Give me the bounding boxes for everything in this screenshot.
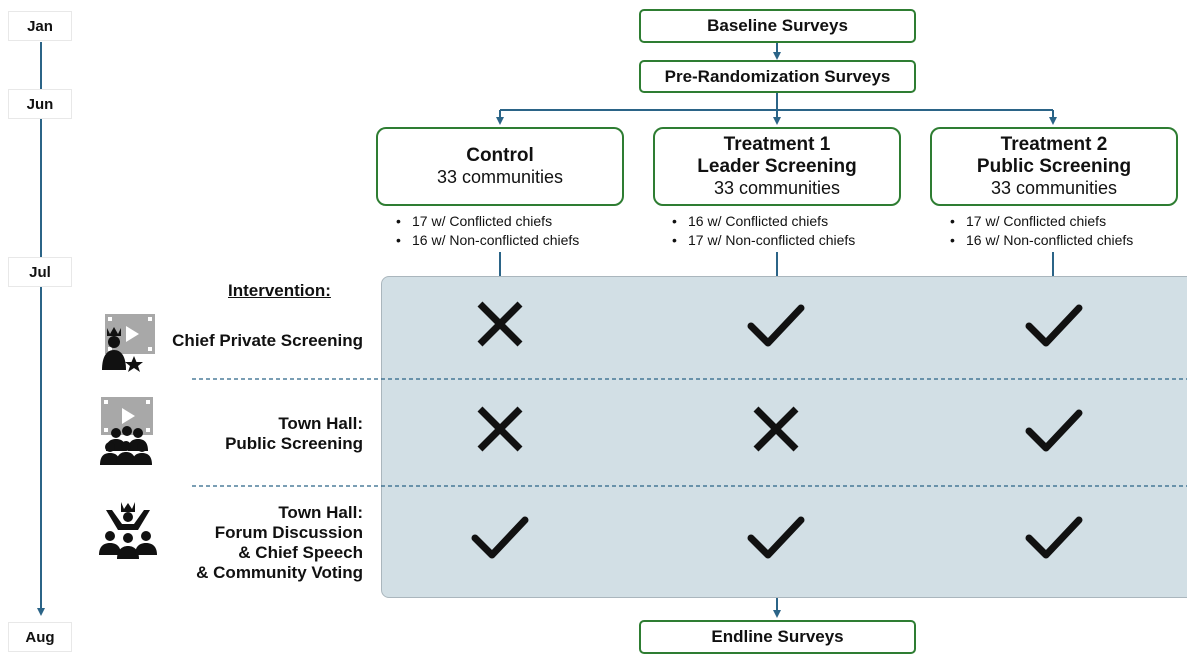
row-0-col-1-check-icon — [747, 304, 805, 347]
group-title: Treatment 2 — [1000, 134, 1108, 155]
row-1-col-2-check-icon — [1025, 409, 1083, 452]
row-label-line: & Chief Speech — [238, 543, 363, 562]
row-2-col-1-check-icon — [747, 516, 805, 559]
group-title: Treatment 1 — [723, 134, 831, 155]
list-item: 17 w/ Non-conflicted chiefs — [668, 231, 855, 250]
group-title: Control — [466, 145, 534, 166]
group-box-treatment-2: Treatment 2 Public Screening 33 communit… — [930, 127, 1178, 206]
list-item: 17 w/ Conflicted chiefs — [946, 212, 1133, 231]
row-dividers — [192, 378, 1187, 487]
month-jul: Jul — [8, 257, 72, 287]
list-item: 16 w/ Conflicted chiefs — [668, 212, 855, 231]
list-item: 16 w/ Non-conflicted chiefs — [392, 231, 579, 250]
crowd-video-icon — [100, 397, 153, 465]
row-label-line: Chief Private Screening — [172, 331, 363, 350]
row-2-col-0-check-icon — [471, 516, 529, 559]
month-jun: Jun — [8, 89, 72, 119]
endline-surveys-box: Endline Surveys — [639, 620, 916, 654]
row-1-col-1-cross-icon — [753, 406, 799, 452]
group-box-treatment-1: Treatment 1 Leader Screening 33 communit… — [653, 127, 901, 206]
row-2-col-2-check-icon — [1025, 516, 1083, 559]
pre-randomization-surveys-box: Pre-Randomization Surveys — [639, 60, 916, 93]
speaker-crowd-icon — [99, 502, 157, 559]
chief-video-icon — [102, 314, 155, 372]
baseline-surveys-box: Baseline Surveys — [639, 9, 916, 43]
group-subtitle: Leader Screening — [697, 156, 857, 177]
row-label-chief-private-screening: Chief Private Screening — [172, 331, 363, 351]
row-label-line: Town Hall: — [278, 503, 363, 522]
row-label-line: Forum Discussion — [214, 523, 363, 542]
group-count: 33 communities — [713, 178, 841, 198]
row-label-line: Town Hall: — [278, 414, 363, 433]
month-jan: Jan — [8, 11, 72, 41]
treatment-1-bullets: 16 w/ Conflicted chiefs 17 w/ Non-confli… — [668, 212, 855, 250]
list-item: 17 w/ Conflicted chiefs — [392, 212, 579, 231]
control-bullets: 17 w/ Conflicted chiefs 16 w/ Non-confli… — [392, 212, 579, 250]
group-subtitle: Public Screening — [976, 156, 1132, 177]
row-0-col-2-check-icon — [1025, 304, 1083, 347]
month-aug: Aug — [8, 622, 72, 652]
group-box-control: Control 33 communities — [376, 127, 624, 206]
list-item: 16 w/ Non-conflicted chiefs — [946, 231, 1133, 250]
row-label-line: & Community Voting — [196, 563, 363, 582]
intervention-heading: Intervention: — [228, 281, 331, 300]
row-label-line: Public Screening — [225, 434, 363, 453]
group-count: 33 communities — [436, 167, 564, 187]
row-label-forum-discussion: Town Hall: Forum Discussion & Chief Spee… — [196, 503, 363, 583]
treatment-2-bullets: 17 w/ Conflicted chiefs 16 w/ Non-confli… — [946, 212, 1133, 250]
row-0-col-0-cross-icon — [477, 301, 523, 347]
group-count: 33 communities — [990, 178, 1118, 198]
row-1-col-0-cross-icon — [477, 406, 523, 452]
row-label-public-screening: Town Hall: Public Screening — [225, 414, 363, 454]
